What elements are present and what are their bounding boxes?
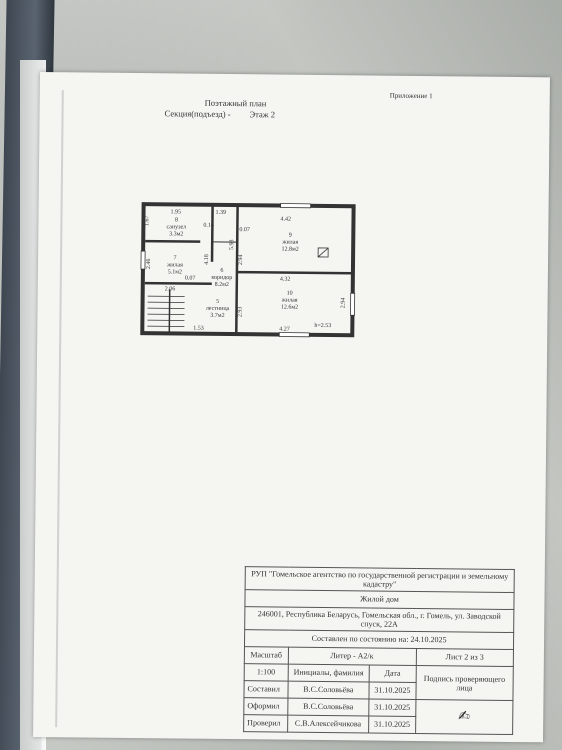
wall-line bbox=[144, 281, 212, 286]
date-cell: 31.10.2025 bbox=[368, 715, 416, 734]
dim-label: 4.42 bbox=[280, 217, 291, 223]
role-cell: Составил bbox=[243, 680, 288, 699]
window bbox=[350, 292, 356, 316]
date-cell: 31.10.2025 bbox=[369, 681, 416, 700]
room-number: 7 bbox=[174, 255, 177, 261]
sheet-label: Лист 2 из 3 bbox=[415, 648, 514, 667]
wall-line bbox=[235, 205, 239, 335]
dim-label: 0.07 bbox=[239, 227, 250, 233]
room-area: 12.6м2 bbox=[281, 305, 298, 311]
room-name: жилая bbox=[281, 240, 298, 246]
wall-line bbox=[145, 239, 201, 243]
room-area: 8.2м2 bbox=[215, 282, 229, 288]
stove bbox=[317, 247, 329, 258]
window bbox=[140, 250, 146, 270]
room-area: 12.8м2 bbox=[281, 247, 298, 253]
page-margin-line bbox=[55, 90, 64, 728]
room-number: 5 bbox=[216, 299, 219, 305]
stove-line bbox=[317, 247, 329, 258]
dim-label: 1.67 bbox=[144, 216, 150, 227]
appendix-label: Приложение 1 bbox=[389, 91, 433, 101]
dim-label: 4.32 bbox=[280, 277, 291, 283]
org-name: РУП "Гомельское агентство по государстве… bbox=[245, 566, 515, 593]
room-area: 5.1м2 bbox=[168, 269, 182, 275]
signature-mark: ✍ bbox=[458, 707, 470, 725]
object-address: 246001, Республика Беларусь, Гомельская … bbox=[244, 606, 514, 633]
section-label: Секция(подъезд) - bbox=[164, 108, 231, 119]
name-cell: В.С.Соловьёва bbox=[287, 681, 370, 699]
dim-label: 0.16 bbox=[203, 223, 214, 229]
dim-label: 1.39 bbox=[216, 210, 227, 216]
scale-value: 1:100 bbox=[244, 663, 288, 682]
role-cell: Оформил bbox=[243, 697, 288, 716]
dim-label: 0.07 bbox=[185, 276, 196, 282]
room-area: 3.3м2 bbox=[169, 231, 183, 237]
room-name: жилая bbox=[281, 298, 298, 304]
dim-label: 4.27 bbox=[279, 327, 290, 333]
window bbox=[278, 332, 310, 338]
date-cell: 31.10.2025 bbox=[368, 698, 416, 717]
ceiling-height: h=2.53 bbox=[314, 323, 331, 329]
floor-plan: 1.95 1.39 4.42 1.67 0.16 0.07 2.46 4.18 … bbox=[140, 202, 356, 338]
room-number: 8 bbox=[175, 217, 178, 223]
wall-line bbox=[210, 204, 214, 262]
staircase bbox=[147, 295, 185, 327]
signature-cell: ✍ bbox=[415, 699, 513, 735]
room-name: лестница bbox=[206, 306, 230, 312]
room-name: санузел bbox=[167, 224, 187, 230]
scale-header: Масштаб bbox=[244, 646, 289, 665]
signature-header: Подпись проверяющего лица bbox=[415, 665, 514, 701]
date-header: Дата bbox=[369, 664, 416, 683]
room-number: 10 bbox=[287, 291, 293, 297]
dim-label: 1.95 bbox=[171, 209, 182, 215]
room-name: коридор bbox=[211, 275, 232, 281]
title-block: РУП "Гомельское агентство по государстве… bbox=[243, 566, 515, 735]
room-number: 6 bbox=[220, 268, 223, 274]
dim-label: 4.18 bbox=[204, 254, 210, 265]
room-area: 3.7м2 bbox=[210, 313, 224, 319]
dim-label: 2.93 bbox=[237, 307, 243, 318]
dim-label: 2.94 bbox=[341, 298, 347, 309]
window bbox=[280, 203, 312, 209]
floor-label: Этаж 2 bbox=[249, 109, 276, 120]
name-cell: В.С.Соловьёва bbox=[287, 698, 370, 716]
dim-label: 2.94 bbox=[238, 255, 244, 266]
dim-label: 1.53 bbox=[193, 326, 204, 332]
liter-label: Литер - А2/к bbox=[287, 647, 417, 666]
initials-header: Инициалы, фамилия bbox=[287, 664, 370, 682]
wall-line bbox=[237, 270, 352, 275]
room-name: жилая bbox=[166, 262, 183, 268]
dim-label: 2.46 bbox=[146, 259, 152, 270]
name-cell: С.В.Алексейчикова bbox=[287, 715, 369, 733]
plan-title: Поэтажный план bbox=[204, 97, 267, 109]
document-page: Приложение 1 Поэтажный план Секция(подъе… bbox=[33, 72, 550, 743]
dim-label: 5.93 bbox=[229, 239, 235, 250]
role-cell: Проверил bbox=[243, 714, 288, 733]
room-number: 9 bbox=[289, 233, 292, 239]
dim-label: 2.06 bbox=[165, 286, 176, 292]
